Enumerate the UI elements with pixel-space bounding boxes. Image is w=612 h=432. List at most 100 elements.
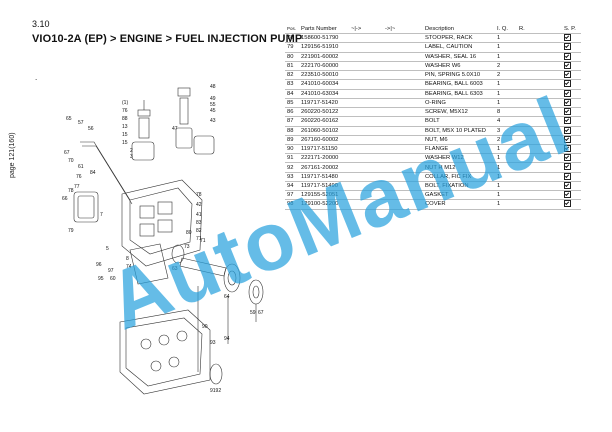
svg-text:63: 63 xyxy=(172,266,178,272)
cell-parts-number: 221901-60002 xyxy=(299,51,349,62)
svg-text:76: 76 xyxy=(76,174,82,180)
cell-parts-number: 267161-20002 xyxy=(299,162,349,173)
svg-text:94: 94 xyxy=(224,336,230,342)
cell-r xyxy=(517,51,562,62)
cell-description: COVER xyxy=(423,199,495,210)
cell-description: NUT H M12 xyxy=(423,162,495,173)
cell-sp xyxy=(562,153,581,164)
cell-parts-number: 129156-51910 xyxy=(299,42,349,53)
checkbox-checked-icon[interactable] xyxy=(564,182,571,189)
svg-text:60: 60 xyxy=(110,276,116,282)
cell-sp xyxy=(562,171,581,182)
cell-pos: 78 xyxy=(285,33,299,44)
cell-r xyxy=(517,125,562,136)
cell-from xyxy=(349,171,383,182)
cell-r xyxy=(517,79,562,90)
cell-iq: 1 xyxy=(495,153,517,164)
cell-r xyxy=(517,162,562,173)
cell-to xyxy=(383,190,423,201)
cell-sp xyxy=(562,79,581,90)
checkbox-checked-icon[interactable] xyxy=(564,154,571,162)
cell-from xyxy=(349,134,383,146)
cell-r xyxy=(517,42,562,53)
cell-r xyxy=(517,190,562,201)
cell-iq: 2 xyxy=(495,70,517,81)
cell-from xyxy=(349,162,383,173)
cell-from xyxy=(349,51,383,62)
svg-text:65: 65 xyxy=(66,116,72,122)
cell-to xyxy=(383,97,423,109)
cell-from xyxy=(349,107,383,118)
checkbox-checked-icon[interactable] xyxy=(564,34,571,42)
cell-parts-number: 260220-50122 xyxy=(299,107,349,118)
cell-sp xyxy=(562,42,581,53)
checkbox-checked-icon[interactable] xyxy=(564,62,571,69)
cell-r xyxy=(517,33,562,44)
checkbox-checked-icon[interactable] xyxy=(564,164,571,171)
cell-sp xyxy=(562,180,581,192)
cell-pos: 89 xyxy=(285,134,299,146)
cell-description: BOLT, M5X 10 PLATED xyxy=(423,125,495,136)
cell-parts-number: 129155-52051 xyxy=(299,190,349,201)
checkbox-checked-icon[interactable] xyxy=(564,80,571,88)
cell-to xyxy=(383,70,423,81)
checkbox-checked-icon[interactable] xyxy=(564,145,571,153)
cell-pos: 80 xyxy=(285,51,299,62)
svg-text:9192: 9192 xyxy=(210,388,221,394)
cell-from xyxy=(349,97,383,109)
cell-r xyxy=(517,180,562,192)
svg-text:79: 79 xyxy=(68,228,74,234)
checkbox-checked-icon[interactable] xyxy=(564,200,571,208)
svg-text:77: 77 xyxy=(74,184,80,190)
cell-to xyxy=(383,51,423,62)
cell-pos: 82 xyxy=(285,70,299,81)
checkbox-checked-icon[interactable] xyxy=(564,43,571,51)
svg-text:93: 93 xyxy=(210,340,216,346)
svg-text:55: 55 xyxy=(210,102,216,108)
cell-iq: 2 xyxy=(495,60,517,72)
cell-iq: 2 xyxy=(495,134,517,146)
checkbox-checked-icon[interactable] xyxy=(564,53,571,60)
svg-text:41: 41 xyxy=(196,212,202,218)
checkbox-checked-icon[interactable] xyxy=(564,127,571,134)
cell-from xyxy=(349,42,383,53)
cell-parts-number: 222171-20000 xyxy=(299,153,349,164)
cell-to xyxy=(383,79,423,90)
cell-sp xyxy=(562,70,581,81)
cell-from xyxy=(349,60,383,72)
cell-sp xyxy=(562,107,581,118)
cell-r xyxy=(517,88,562,99)
checkbox-checked-icon[interactable] xyxy=(564,173,571,180)
checkbox-checked-icon[interactable] xyxy=(564,90,571,97)
svg-text:70: 70 xyxy=(68,158,74,164)
col-header-to: ->|~ xyxy=(383,25,423,35)
checkbox-checked-icon[interactable] xyxy=(564,99,571,106)
cell-pos: 83 xyxy=(285,79,299,90)
checkbox-checked-icon[interactable] xyxy=(564,117,571,125)
cell-pos: 90 xyxy=(285,144,299,155)
col-header-r: R. xyxy=(517,25,562,35)
checkbox-checked-icon[interactable] xyxy=(564,191,571,199)
svg-text:83: 83 xyxy=(196,220,202,226)
checkbox-checked-icon[interactable] xyxy=(564,136,571,143)
cell-to xyxy=(383,180,423,192)
svg-text:71: 71 xyxy=(196,236,202,242)
svg-text:67: 67 xyxy=(258,310,264,316)
checkbox-checked-icon[interactable] xyxy=(564,108,571,116)
col-header-sp: S. P. xyxy=(562,25,581,35)
checkbox-checked-icon[interactable] xyxy=(564,71,571,79)
cell-description: FLANGE xyxy=(423,144,495,155)
col-header-pos: Pos. xyxy=(285,25,299,35)
svg-text:5: 5 xyxy=(106,246,109,252)
cell-r xyxy=(517,70,562,81)
cell-sp xyxy=(562,51,581,62)
cell-sp xyxy=(562,162,581,173)
